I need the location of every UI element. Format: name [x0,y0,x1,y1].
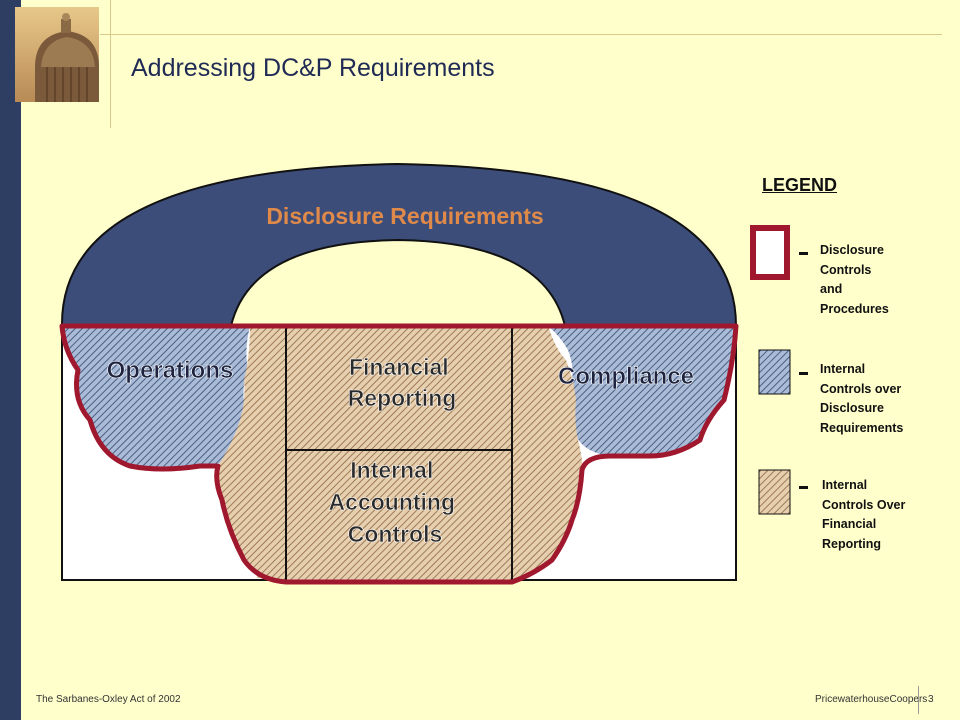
legend-item-1-line-2: Controls [820,262,872,277]
operations-region [62,326,250,468]
legend-item-dcp: Disclosure Controls and Procedures [820,241,950,319]
iac-line-3: Controls [348,521,443,547]
operations-label: Operations [107,357,234,384]
legend-item-1-line-1: Disclosure [820,243,884,257]
page-title: Addressing DC&P Requirements [131,54,495,82]
capitol-dome-logo [15,7,99,102]
legend-item-2-line-4: Requirements [820,420,904,435]
right-tan-region [512,326,583,580]
legend-item-3-line-2: Controls Over [822,497,906,512]
legend-item-3-line-3: Financial [822,517,877,531]
legend-item-3-line-4: Reporting [822,536,882,551]
footer-company-name: PricewaterhouseCoopers [815,694,928,705]
legend-item-2-line-3: Disclosure [820,401,884,415]
legend-title: LEGEND [762,175,838,195]
disclosure-arch [60,162,738,327]
financial-reporting-line-2: Reporting [348,385,457,411]
footer-left-text: The Sarbanes-Oxley Act of 2002 [36,694,181,705]
legend-dash-2 [799,372,808,375]
legend-item-3-line-1: Internal [822,478,868,492]
legend-swatch-icfr [758,469,791,515]
header-horizontal-rule [100,34,942,35]
legend-dash-3 [799,486,808,489]
legend-item-icfr: Internal Controls Over Financial Reporti… [822,476,952,554]
center-financial-box [285,325,513,583]
legend-item-1-line-4: Procedures [820,301,889,316]
legend-item-2-line-1: Internal [820,362,866,376]
legend-item-icdr: Internal Controls over Disclosure Requir… [820,360,950,438]
dcp-boundary [59,323,739,585]
footer-separator [918,686,919,714]
financial-reporting-line-1: Financial [349,354,449,380]
svg-text:Financial Reporting: Financial Reporting [348,354,457,411]
compliance-label: Compliance [558,363,694,390]
arch-label: Disclosure Requirements [266,203,543,229]
legend-dash-1 [799,252,808,255]
page-number: 3 [928,694,934,705]
legend-swatch-dcp [750,225,790,280]
legend-swatch-icdr [758,349,791,395]
iac-line-2: Accounting [329,489,456,515]
left-sidebar-bar [0,0,21,720]
iac-line-1: Internal [350,457,433,483]
legend-item-2-line-2: Controls over [820,381,902,396]
header-vertical-rule [110,0,111,128]
svg-text:Internal Accounting Co: Internal Accounting Controls [329,457,462,547]
left-tan-region [216,326,286,580]
legend-item-1-line-3: and [820,282,843,296]
compliance-region [548,326,736,456]
